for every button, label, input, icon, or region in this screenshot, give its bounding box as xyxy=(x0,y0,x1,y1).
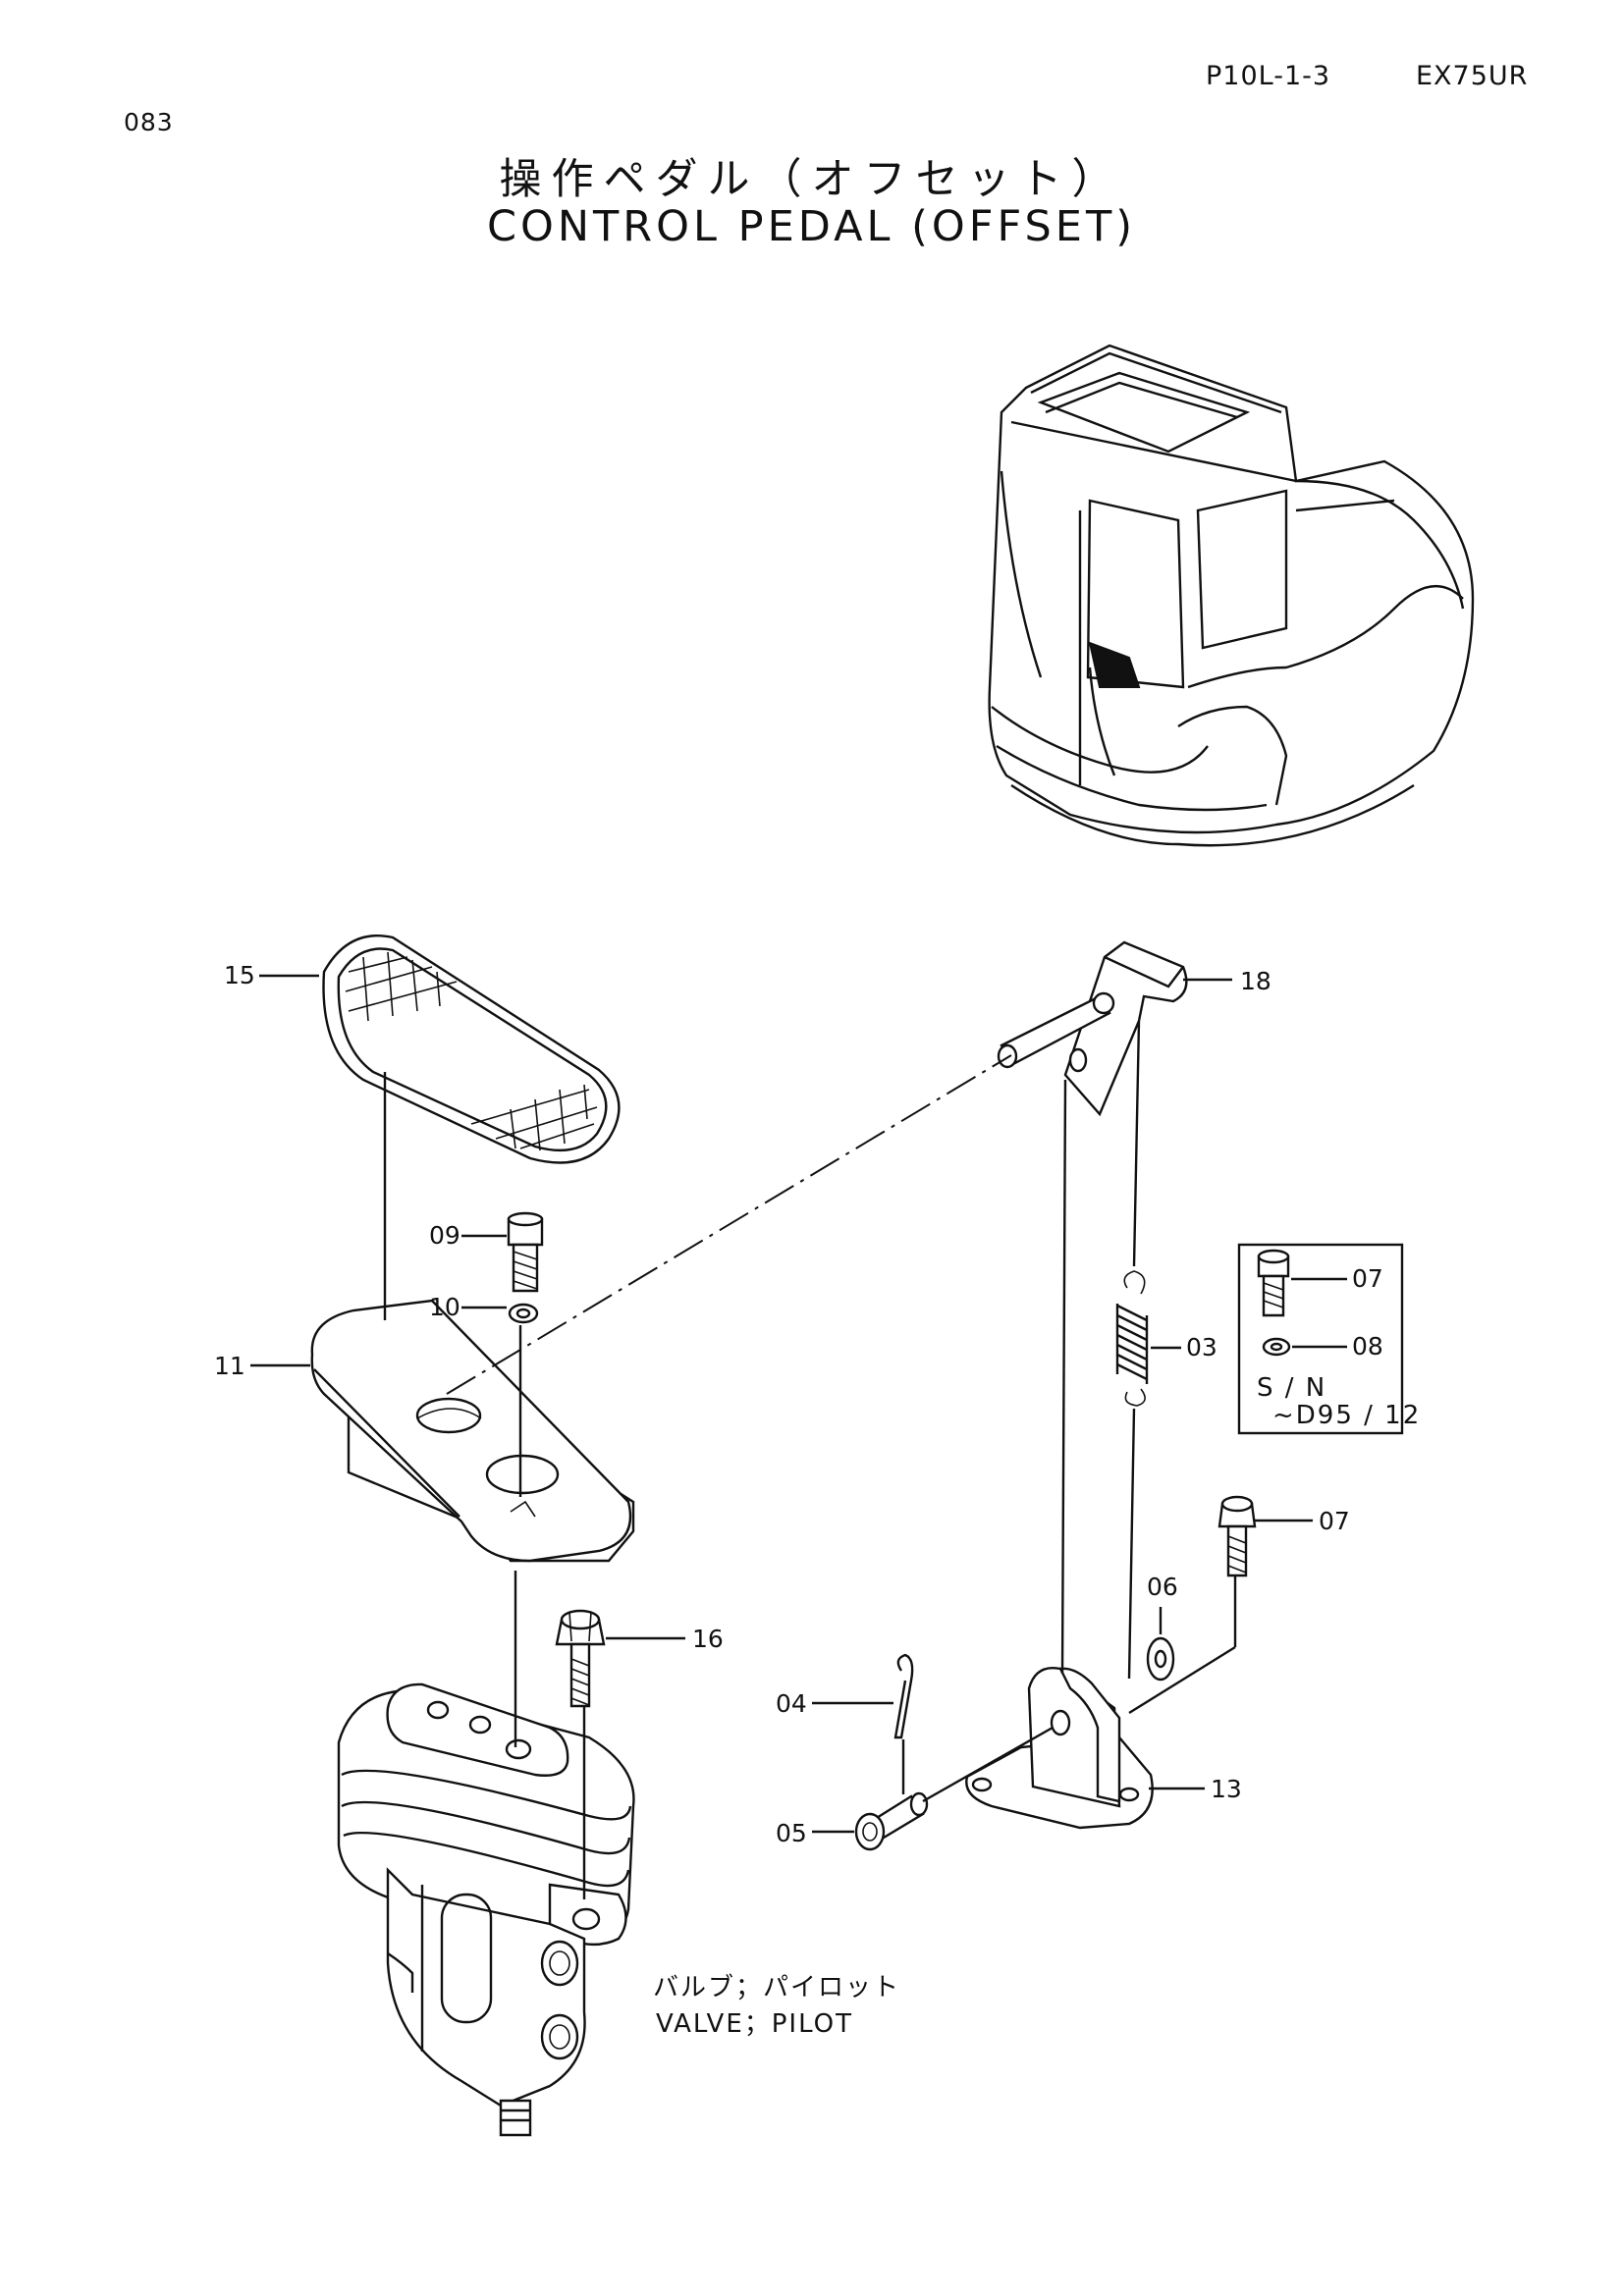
callout-10: 10 xyxy=(429,1293,460,1321)
serial-number-range: ~D95 / 12 xyxy=(1272,1401,1421,1430)
lever-part-18 xyxy=(997,940,1188,1117)
valve-label-english: VALVE；PILOT xyxy=(656,2009,853,2039)
split-pin-part-04 xyxy=(893,1653,914,1739)
bolt-part-07 xyxy=(1217,1495,1257,1577)
title-japanese: 操作ペダル（オフセット） xyxy=(499,155,1124,204)
excavator-cab-illustration xyxy=(988,344,1475,847)
bracket-part-13 xyxy=(965,1667,1154,1830)
washer-part-06 xyxy=(1146,1636,1175,1682)
callout-11: 11 xyxy=(214,1352,245,1380)
header-model: EX75UR xyxy=(1416,61,1529,91)
serial-number-box: S / N ~D95 / 12 xyxy=(1237,1243,1421,1435)
bolt-part-16 xyxy=(555,1609,606,1708)
page-number: 083 xyxy=(124,108,174,136)
callout-06: 06 xyxy=(1147,1573,1178,1601)
callout-07-bolt: 07 xyxy=(1319,1507,1350,1535)
callout-05: 05 xyxy=(776,1819,807,1847)
spring-part-03 xyxy=(1115,1270,1149,1407)
pilot-valve-assembly xyxy=(337,1682,635,2137)
pedal-pad-part-15 xyxy=(322,934,621,1164)
header-code: P10L-1-3 xyxy=(1206,61,1331,91)
callout-09: 09 xyxy=(429,1221,460,1250)
valve-label-japanese: バルブ；パイロット xyxy=(653,1973,900,2002)
callout-18: 18 xyxy=(1240,967,1271,995)
title-english: CONTROL PEDAL (OFFSET) xyxy=(487,202,1136,251)
callout-15: 15 xyxy=(224,961,255,989)
callout-04: 04 xyxy=(776,1689,807,1718)
callout-16: 16 xyxy=(692,1625,724,1653)
serial-number-label: S / N xyxy=(1257,1373,1326,1403)
washer-part-10 xyxy=(508,1303,539,1324)
callout-03: 03 xyxy=(1186,1333,1217,1362)
callout-08: 08 xyxy=(1352,1332,1383,1361)
assembly-lines xyxy=(383,1020,1237,1899)
callout-13: 13 xyxy=(1211,1775,1242,1803)
pedal-plate-part-11 xyxy=(310,1299,635,1563)
callout-07-box: 07 xyxy=(1352,1264,1383,1293)
clevis-pin-part-05 xyxy=(854,1791,929,1851)
bolt-part-09 xyxy=(507,1211,544,1293)
